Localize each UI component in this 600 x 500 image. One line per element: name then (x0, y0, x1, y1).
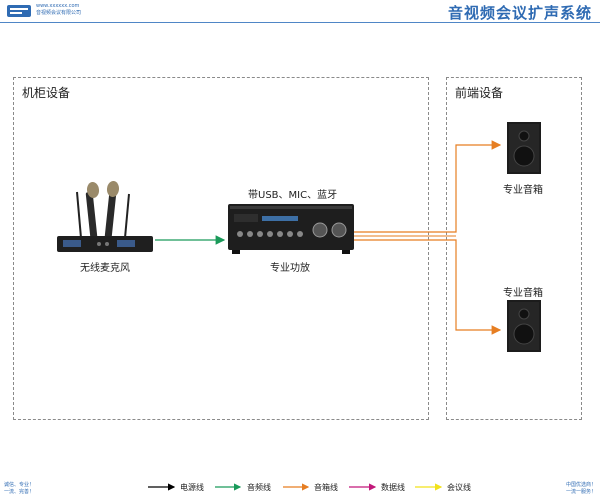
legend-label-data: 数据线 (381, 483, 405, 492)
company-logo-icon (7, 5, 31, 17)
cabinet-zone-label: 机柜设备 (22, 86, 71, 100)
legend-arrows (148, 483, 443, 491)
amp-note-label: 带USB、MIC、蓝牙 (248, 190, 338, 201)
header-divider (0, 22, 600, 23)
legend-label-audio: 音频线 (247, 483, 271, 492)
front-zone-label: 前端设备 (455, 86, 504, 100)
amp-label: 专业功放 (270, 263, 310, 274)
logo-line-1: www.xxxxxx.com (36, 3, 80, 9)
speaker-line-lower (352, 239, 502, 335)
mic-label: 无线麦克风 (80, 263, 130, 274)
legend-label-conference: 会议线 (447, 483, 471, 492)
amplifier-icon (228, 204, 354, 254)
speaker-2-label: 专业音箱 (503, 288, 543, 299)
footer-left-line-1: 诚信、专业！ (4, 482, 35, 488)
speaker-line-upper (352, 140, 502, 233)
footer-right-line-1: 中国优选商！ (565, 482, 596, 488)
speaker-1-label: 专业音箱 (503, 185, 543, 196)
wireless-mic-receiver-icon (57, 181, 153, 252)
page-title: 音视频会议扩声系统 (447, 4, 592, 22)
speaker-icon-2 (507, 300, 541, 352)
logo-line-2: 音视频会议有限公司 (36, 10, 82, 16)
cabinet-zone (13, 77, 429, 420)
legend-label-power: 电源线 (180, 483, 204, 492)
speaker-icon-1 (507, 122, 541, 174)
footer-right-line-2: 一流一服务！ (565, 489, 596, 495)
logo-text: www.xxxxxx.com 音视频会议有限公司 (36, 3, 81, 17)
footer-slogan-right: 中国优选商！ 一流一服务！ (566, 482, 596, 496)
footer-left-line-2: 一流、完善！ (4, 489, 35, 495)
front-zone (446, 77, 582, 420)
footer-slogan-left: 诚信、专业！ 一流、完善！ (4, 482, 34, 496)
legend-label-speaker: 音箱线 (314, 483, 338, 492)
